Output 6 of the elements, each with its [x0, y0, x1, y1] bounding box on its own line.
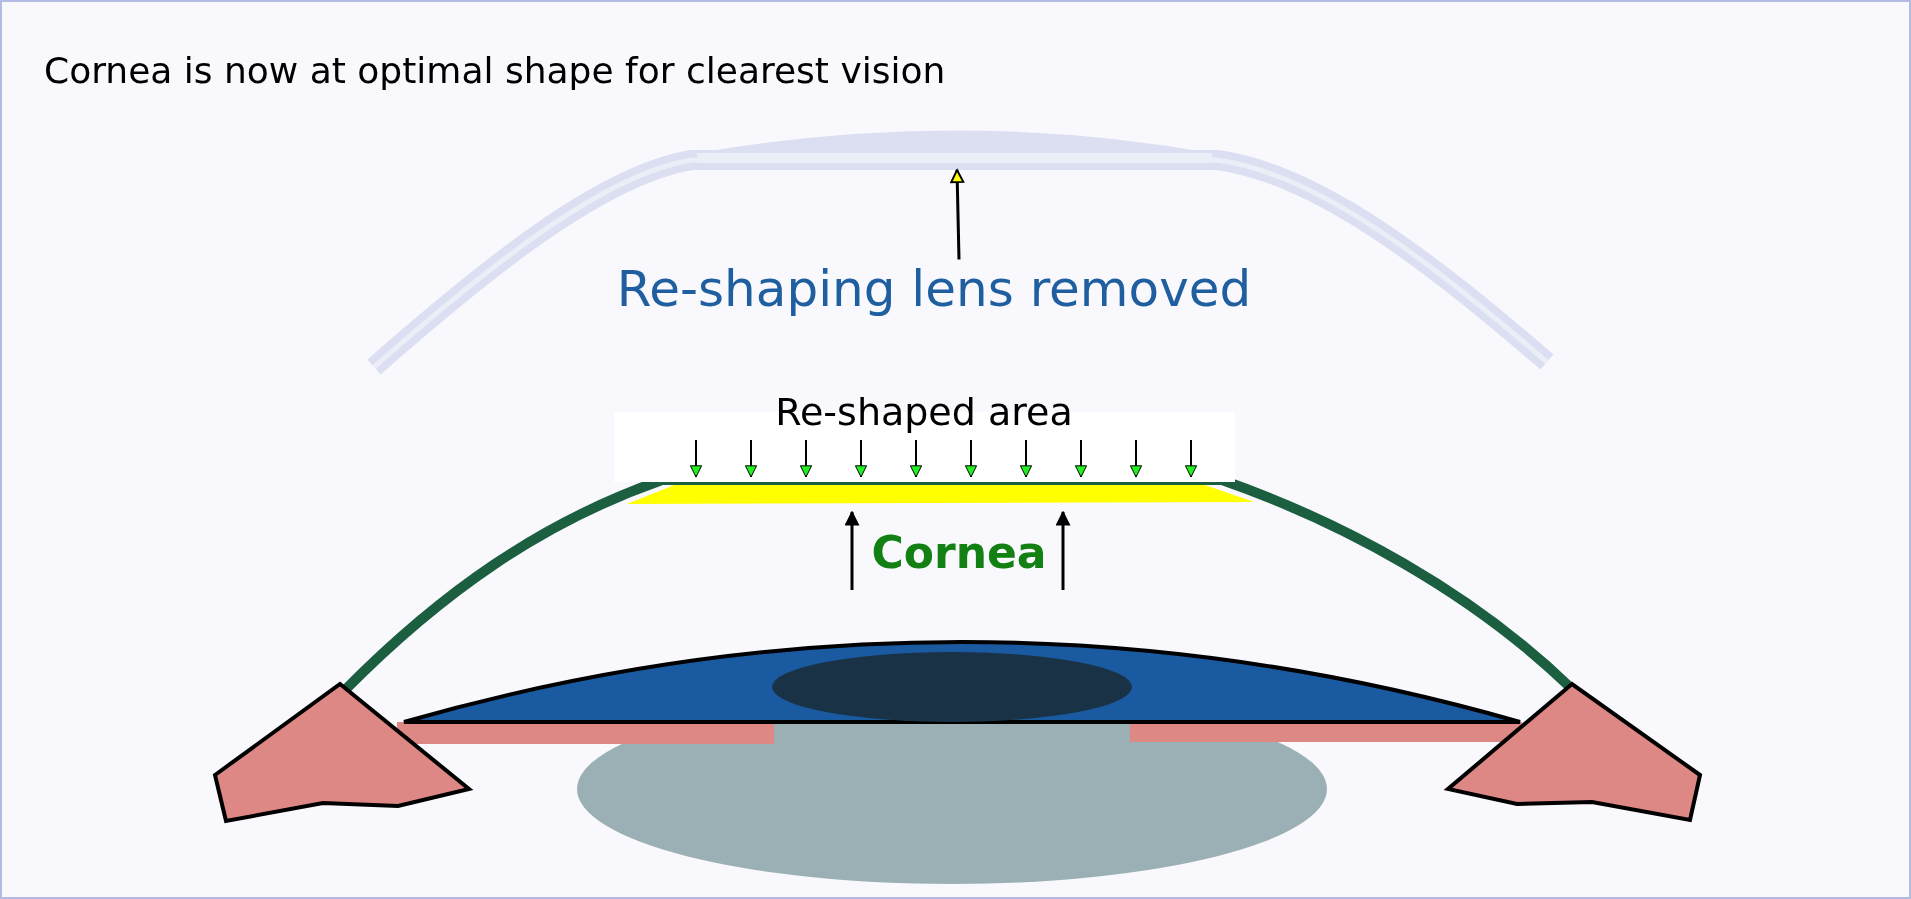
lens-drawing — [367, 130, 1554, 375]
arrow — [950, 169, 965, 260]
lens-label: Re-shaping lens removed — [616, 260, 1252, 318]
cornea-label: Cornea — [871, 526, 1047, 578]
title: Cornea is now at optimal shape for clearest vision — [44, 50, 946, 91]
area-label: Re-shaped area — [775, 390, 1073, 434]
